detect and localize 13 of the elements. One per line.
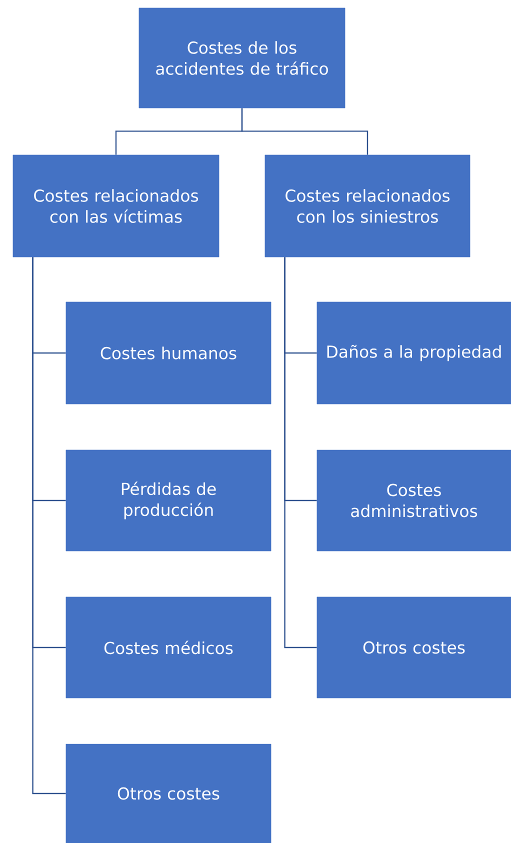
process-box: Costes relacionados con las víctimas <box>12 154 220 258</box>
process-box: Otros costes <box>66 744 272 843</box>
process-box: Costes humanos <box>66 302 272 404</box>
connector-line <box>32 257 66 794</box>
process-box: Costes de los accidentes de tráfico <box>138 8 346 108</box>
process-box: Costes administrativos <box>316 450 511 552</box>
connector-line <box>241 108 368 155</box>
process-box: Pérdidas de producción <box>66 450 272 552</box>
process-box: Otros costes <box>316 596 511 698</box>
connector-line <box>284 257 317 648</box>
process-box: Daños a la propiedad <box>316 302 511 404</box>
process-box: Costes médicos <box>66 596 272 698</box>
process-box: Costes relacionados con los siniestros <box>264 154 470 258</box>
